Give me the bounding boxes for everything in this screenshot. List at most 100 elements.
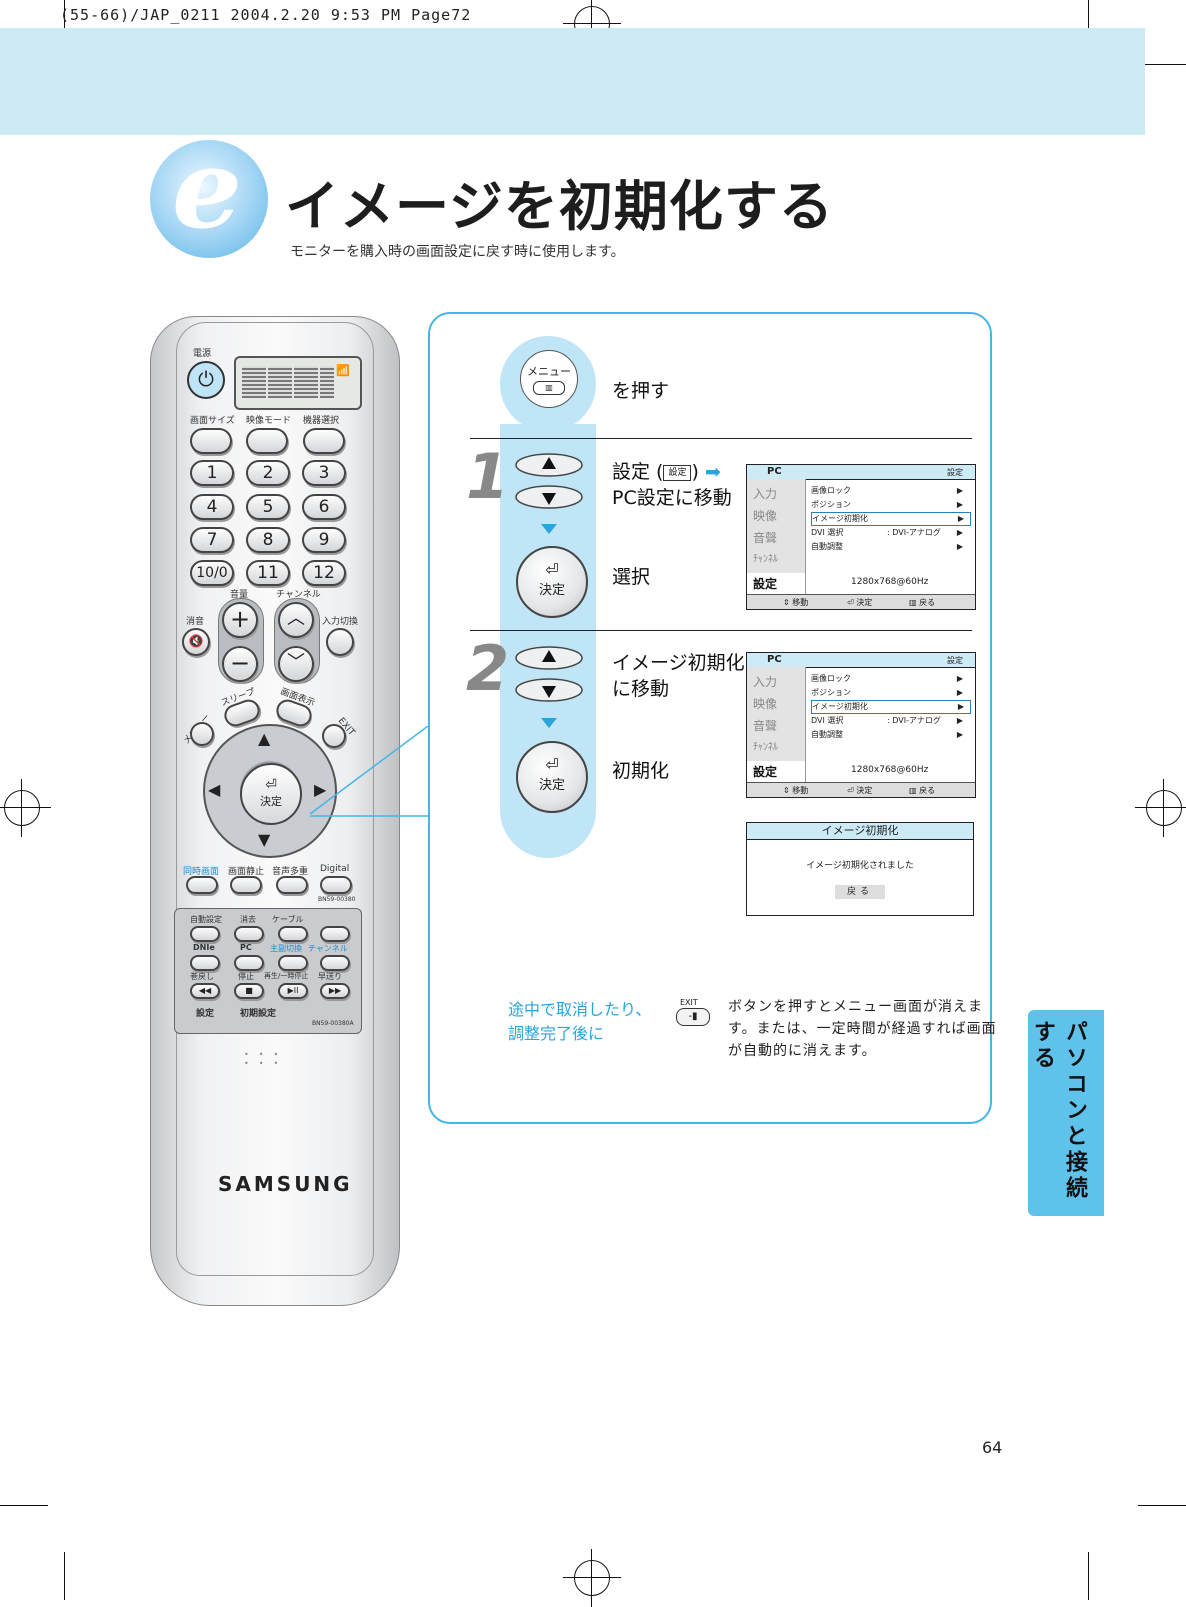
panel-button[interactable] [234, 955, 264, 971]
step-number: 2 [466, 632, 510, 705]
page-title: イメージを初期化する [285, 175, 834, 238]
up-arrow-icon[interactable]: ▲ [258, 729, 271, 748]
digit-button[interactable]: 3 [302, 460, 346, 486]
digit-button[interactable]: 6 [302, 494, 346, 520]
input-button[interactable] [326, 628, 354, 656]
page-number: 64 [982, 1438, 1003, 1457]
down-button[interactable] [514, 484, 584, 510]
digit-button[interactable]: 9 [302, 527, 346, 553]
remote-label: 主副切換 [270, 944, 302, 953]
osd-footer: ⇕ 移動⏎ 決定▥ 戻る [747, 782, 975, 797]
digit-button[interactable]: 5 [246, 494, 290, 520]
panel-button[interactable] [190, 955, 220, 971]
left-arrow-icon[interactable]: ◀ [208, 780, 221, 799]
divider [470, 630, 972, 631]
remote-label: 早送り [318, 972, 342, 981]
digit-button[interactable]: 12 [302, 560, 346, 586]
exit-remote-button[interactable] [322, 724, 346, 748]
osd-title: PC [767, 466, 782, 477]
ir-dots: •••••• [244, 1050, 289, 1068]
e-logo: e [150, 130, 268, 258]
volume-label: 音量 [230, 590, 249, 600]
digit-button[interactable]: 4 [190, 494, 234, 520]
down-arrow-icon[interactable]: ▼ [258, 830, 271, 849]
osd-side-item: 設定 [747, 761, 805, 783]
registration-mark [1135, 779, 1186, 837]
remote-label: 画面静止 [228, 867, 265, 877]
panel-button[interactable] [278, 955, 308, 971]
divider [470, 438, 972, 439]
volume-down-button[interactable]: − [222, 646, 258, 682]
settings-chip: 設定 [663, 464, 692, 481]
enter-button[interactable]: ⏎決定 [516, 741, 588, 813]
menu-remote-button[interactable] [190, 722, 214, 746]
remote-label: 消去 [240, 915, 256, 924]
enter-button[interactable]: ⏎決定 [516, 546, 588, 618]
osd-menu-item-selected: イメージ初期化▶ [811, 700, 971, 714]
menu-button[interactable]: メニュー ▥ [520, 350, 578, 408]
channel-up-button[interactable]: ︿ [278, 602, 314, 638]
osd-section: 設定 [947, 656, 963, 665]
exit-button-icon: -▮ [676, 1008, 710, 1026]
pip-button[interactable] [186, 876, 218, 894]
dialog-title: イメージ初期化 [747, 823, 973, 840]
down-button[interactable] [514, 677, 584, 703]
crop-mark [1138, 64, 1186, 65]
input-label: 入力切換 [322, 617, 359, 627]
digit-button[interactable]: 11 [246, 560, 290, 586]
panel-button[interactable] [320, 926, 350, 942]
panel-button[interactable] [278, 926, 308, 942]
osd-side-item: 音聲 [753, 719, 778, 733]
up-button[interactable] [514, 645, 584, 671]
chapter-tab[interactable]: パソコンと接続する [1028, 1010, 1104, 1216]
mts-button[interactable] [276, 876, 308, 894]
signal-icon: 📶 [336, 364, 350, 377]
step1-text: PC設定に移動 [612, 487, 732, 509]
rewind-button[interactable]: ◀◀ [190, 983, 220, 999]
remote-label: Digital [320, 864, 350, 874]
step2-text: イメージ初期化 [612, 652, 745, 674]
crop-mark [1138, 1505, 1186, 1506]
digit-button[interactable]: 1 [190, 460, 234, 486]
mute-button[interactable]: 🔇 [182, 628, 210, 656]
digit-button[interactable]: 10/0 [190, 560, 234, 586]
dialog-back-button[interactable]: 戻る [835, 885, 885, 899]
volume-up-button[interactable]: + [222, 602, 258, 638]
osd-section: 設定 [947, 468, 963, 477]
registration-mark [563, 1549, 621, 1607]
panel-button[interactable] [190, 926, 220, 942]
fast-forward-button[interactable]: ▶▶ [320, 983, 350, 999]
digit-button[interactable]: 8 [246, 527, 290, 553]
digit-button[interactable]: 2 [246, 460, 290, 486]
channel-label: チャンネル [276, 590, 321, 600]
ok-label: 決定 [260, 795, 282, 808]
ok-remote-button[interactable]: ⏎ 決定 [240, 763, 302, 825]
remote-label: 機器選択 [303, 416, 340, 426]
osd-side-item: 音聲 [753, 531, 778, 545]
osd-menu-item: 自動調整▶ [811, 730, 963, 739]
still-button[interactable] [230, 876, 262, 894]
device-select-button[interactable] [303, 428, 345, 454]
osd-side-item: ﾁｬﾝﾈﾙ [753, 554, 778, 565]
crop-mark [1088, 0, 1089, 48]
osd-menu-item: DVI 選択: DVI-アナログ▶ [811, 528, 963, 537]
registration-mark [0, 779, 51, 837]
panel-button[interactable] [234, 926, 264, 942]
digital-button[interactable] [320, 876, 352, 894]
remote-label: 再生/一時停止 [264, 972, 309, 980]
remote-face [176, 322, 374, 1276]
enter-icon: ⏎ [545, 560, 559, 579]
picture-mode-button[interactable] [246, 428, 288, 454]
right-arrow-icon[interactable]: ▶ [314, 780, 327, 799]
stop-button[interactable]: ■ [234, 983, 264, 999]
channel-down-button[interactable]: ﹀ [278, 646, 314, 682]
power-button[interactable]: ⏻ [187, 361, 225, 399]
remote-label: PC [240, 943, 252, 952]
panel-button[interactable] [320, 955, 350, 971]
digit-button[interactable]: 7 [190, 527, 234, 553]
play-pause-button[interactable]: ▶II [278, 983, 308, 999]
osd-resolution: 1280x768@60Hz [851, 577, 929, 587]
osd-resolution: 1280x768@60Hz [851, 765, 929, 775]
screen-size-button[interactable] [190, 428, 232, 454]
up-button[interactable] [514, 452, 584, 478]
